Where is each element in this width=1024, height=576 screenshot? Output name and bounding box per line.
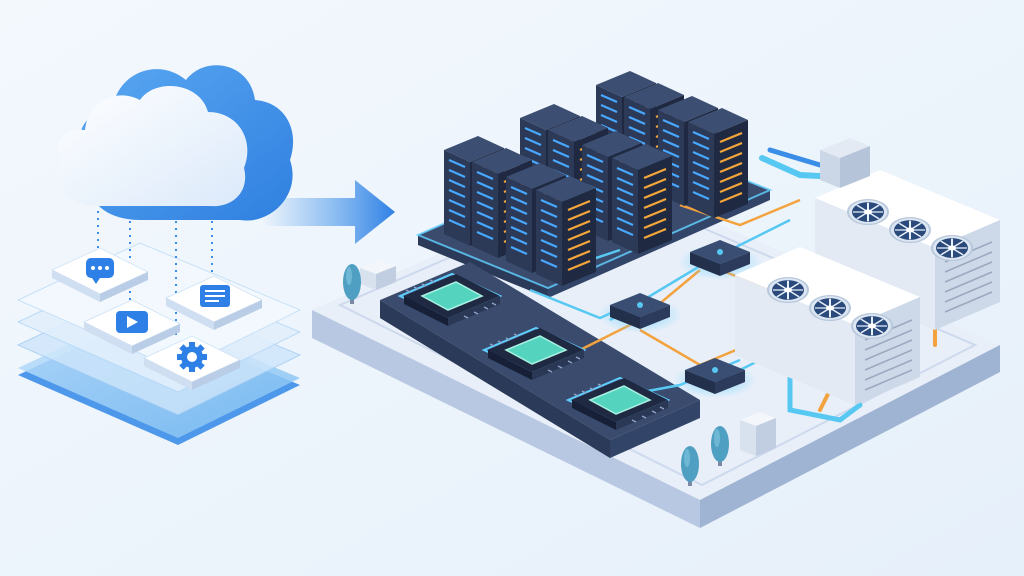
video-tile — [82, 299, 182, 354]
fan-icon — [767, 276, 809, 304]
processor-chips — [397, 272, 671, 431]
fan-icon — [889, 216, 931, 244]
data-center-platform — [312, 69, 1000, 528]
cloud-icon — [58, 65, 294, 221]
chat-icon — [86, 258, 114, 284]
server-rack — [534, 174, 598, 288]
document-icon — [200, 285, 230, 307]
server-rack — [686, 106, 750, 220]
arrow-right-icon — [262, 180, 395, 244]
server-rack — [610, 142, 674, 256]
utility-box — [820, 138, 870, 188]
fan-icon — [931, 234, 973, 262]
utility-box — [360, 260, 396, 290]
play-icon — [116, 311, 148, 333]
fan-icon — [809, 294, 851, 322]
cooling-unit — [735, 247, 920, 405]
settings-tile — [142, 335, 242, 390]
document-tile — [164, 275, 264, 330]
utility-box — [740, 412, 776, 456]
fan-icon — [851, 312, 893, 340]
gear-icon — [177, 342, 207, 372]
chat-tile — [50, 247, 150, 302]
cloud-services-stack — [16, 65, 302, 445]
fan-icon — [847, 198, 889, 226]
